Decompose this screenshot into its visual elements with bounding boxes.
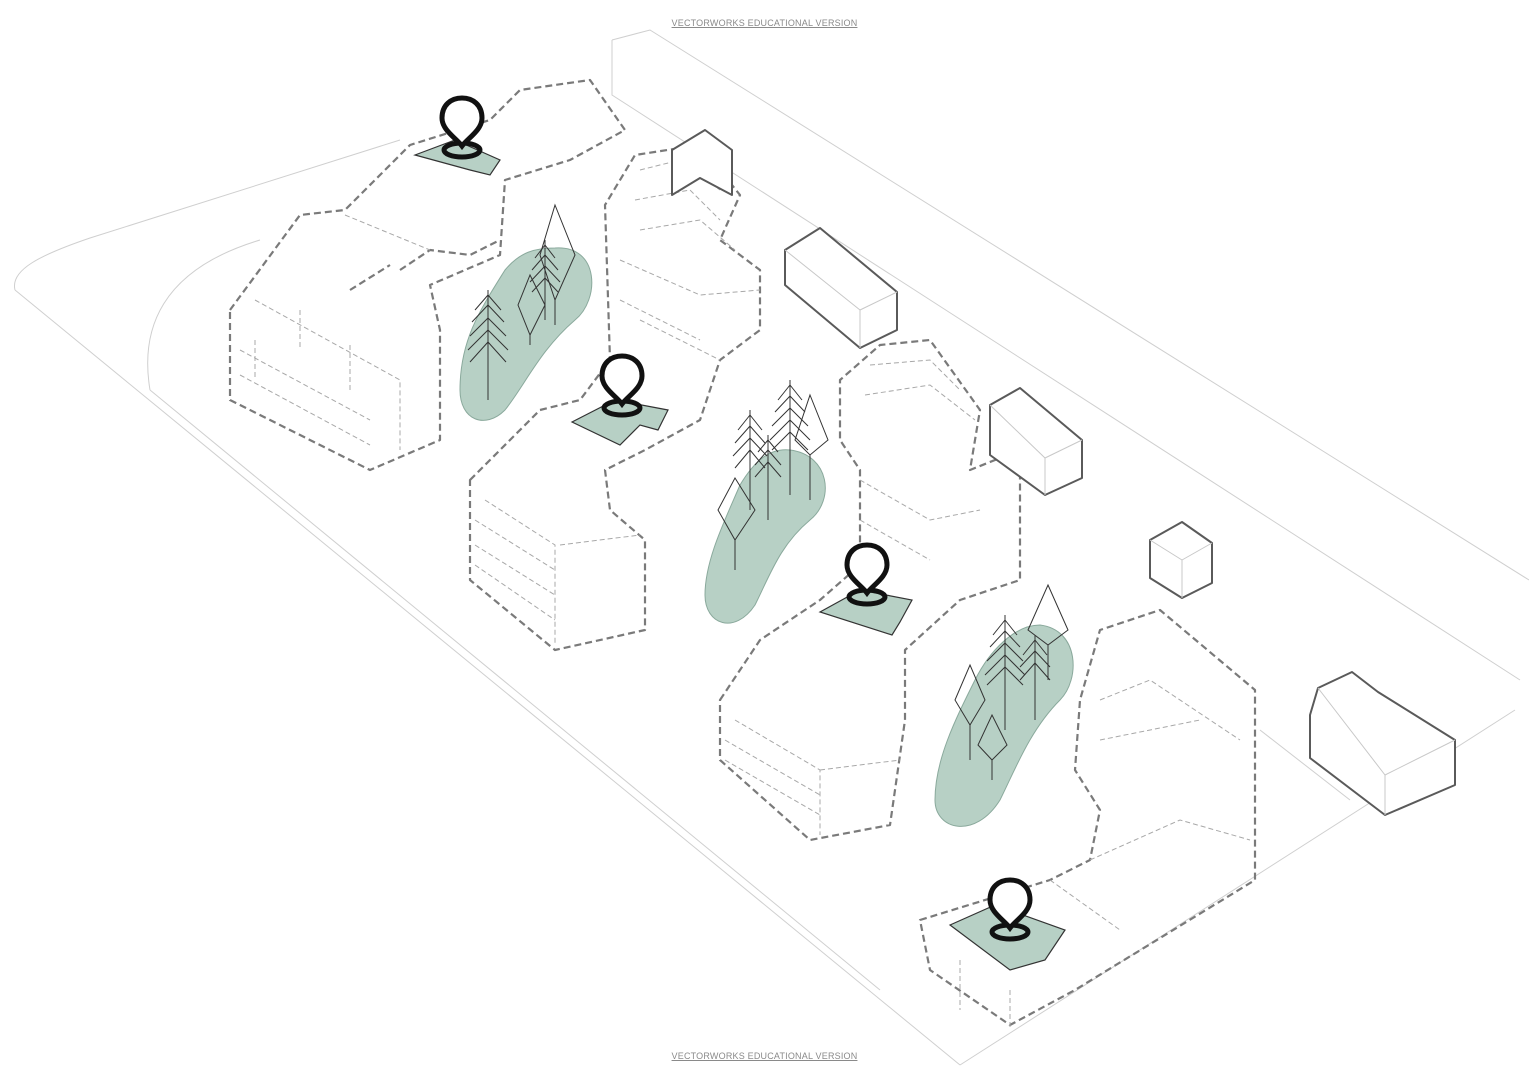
green-space-1 (459, 247, 593, 421)
deciduous-tree-icon (517, 273, 546, 345)
context-building-2 (784, 227, 898, 349)
conifer-tree-icon (984, 615, 1026, 730)
plaza-3 (818, 589, 913, 636)
green-space-3 (934, 624, 1074, 827)
deciduous-tree-icon (1027, 583, 1069, 680)
conifer-tree-icon (754, 435, 782, 520)
location-pin-icon (987, 877, 1033, 942)
trees-group-2 (717, 380, 829, 570)
conifer-tree-icon (1019, 635, 1051, 720)
deciduous-tree-icon (717, 477, 756, 570)
building-1 (228, 78, 627, 472)
site-boundary (13, 29, 1529, 1066)
trees-group-3 (954, 583, 1069, 780)
watermark-bottom: VECTORWORKS EDUCATIONAL VERSION (671, 1051, 858, 1061)
building-2 (468, 143, 762, 652)
green-space-2 (704, 449, 826, 624)
deciduous-tree-icon (954, 663, 986, 760)
conifer-tree-icon (769, 380, 811, 495)
context-building-5 (1309, 671, 1456, 816)
deciduous-tree-icon (977, 713, 1008, 780)
location-pin-icon (599, 353, 645, 418)
deciduous-tree-icon (539, 203, 576, 325)
context-building-3 (989, 387, 1083, 496)
context-building-1 (671, 129, 733, 196)
plaza-2 (570, 399, 669, 446)
watermark-top: VECTORWORKS EDUCATIONAL VERSION (671, 18, 858, 28)
green-spaces (459, 247, 1074, 827)
conifer-tree-icon (732, 410, 768, 510)
context-building-4 (1149, 521, 1213, 599)
location-pins (439, 95, 1033, 942)
deciduous-tree-icon (794, 393, 829, 500)
location-pin-icon (844, 542, 890, 607)
building-4 (918, 608, 1257, 1030)
conifer-tree-icon (529, 240, 561, 320)
conifer-tree-icon (467, 290, 509, 400)
context-buildings (671, 129, 1456, 816)
trees-group-1 (467, 203, 576, 400)
location-pin-icon (439, 95, 485, 160)
